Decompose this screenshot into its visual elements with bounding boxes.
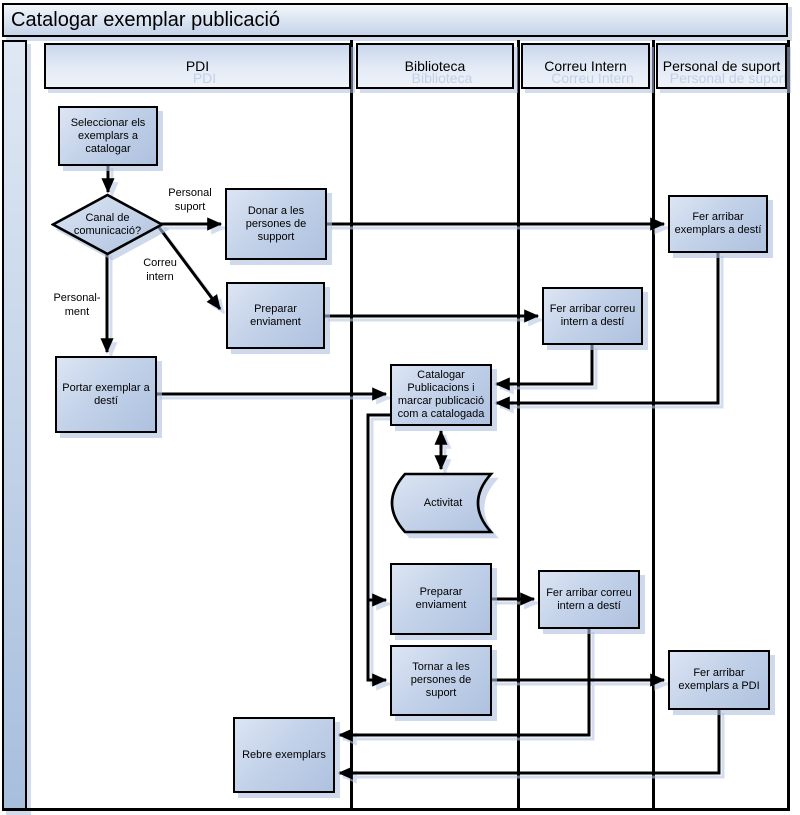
diagram-right-border — [787, 40, 790, 811]
node-catalogar-publicacions: Catalogar Publicacions i marcar publicac… — [390, 364, 492, 426]
lane-divider-biblioteca-correu — [517, 40, 520, 811]
node-label: Seleccionar els exemplars a catalogar — [70, 116, 146, 155]
node-label: Activitat — [423, 496, 463, 509]
edge-label-personal-suport: Personal suport — [168, 187, 212, 213]
node-label: Catalogar Publicacions i marcar publicac… — [397, 369, 485, 420]
lane-header-biblioteca: Biblioteca — [356, 43, 514, 89]
node-fer-arribar-exemplars-pdi: Fer arribar exemplars a PDI — [668, 650, 770, 710]
lane-header-personal-suport: Personal de suport — [656, 43, 787, 89]
node-label: Canal de comunicació? — [73, 211, 142, 237]
diagram-title: Catalogar exemplar publicació — [11, 8, 281, 31]
lane-label: Biblioteca — [404, 58, 466, 74]
node-label: Fer arribar exemplars a destí — [674, 211, 762, 236]
node-tornar-persones-suport: Tornar a les persones de suport — [390, 645, 492, 716]
node-label: Rebre exemplars — [242, 748, 326, 761]
node-fer-arribar-correu-1: Fer arribar correu intern a destí — [542, 287, 643, 345]
node-seleccionar-exemplars: Seleccionar els exemplars a catalogar — [58, 106, 158, 166]
lane-label: Correu Intern — [544, 58, 627, 74]
lane-divider-pdi-biblioteca — [350, 40, 353, 811]
node-label: Preparar enviament — [250, 302, 301, 328]
node-label: Donar a les persones de support — [245, 204, 307, 243]
node-donar-persones-support: Donar a les persones de support — [225, 188, 327, 260]
edge-label-correu-intern: Correu intern — [143, 257, 177, 283]
node-label: Portar exemplar a destí — [62, 381, 150, 407]
lane-label: PDI — [185, 58, 210, 74]
node-fer-arribar-correu-2: Fer arribar correu intern a destí — [538, 570, 640, 629]
lane-label: Personal de suport — [662, 58, 781, 74]
edge-label-personalment: Personal- ment — [53, 292, 101, 318]
lane-header-pdi: PDI — [44, 43, 351, 89]
node-activitat-datastore: Activitat — [390, 471, 496, 535]
lane-divider-correu-personal — [652, 40, 655, 811]
node-rebre-exemplars: Rebre exemplars — [233, 717, 335, 793]
node-label: Fer arribar exemplars a PDI — [678, 667, 760, 692]
stored-data-shape — [390, 472, 494, 534]
node-preparar-enviament-1: Preparar enviament — [226, 282, 325, 349]
node-portar-exemplar-desti: Portar exemplar a destí — [55, 356, 157, 433]
lane-header-correu-intern: Correu Intern — [521, 43, 650, 89]
diagram-bottom-border — [2, 808, 790, 811]
node-label: Preparar enviament — [415, 586, 467, 611]
node-fer-arribar-exemplars-desti: Fer arribar exemplars a destí — [668, 195, 768, 253]
node-preparar-enviament-2: Preparar enviament — [390, 563, 492, 635]
node-label: Tornar a les persones de suport — [410, 661, 472, 699]
node-canal-comunicacio: Canal de comunicació? — [51, 193, 164, 256]
diagram-title-bar: Catalogar exemplar publicació — [2, 3, 788, 37]
node-label: Fer arribar correu intern a destí — [546, 586, 632, 612]
node-label: Fer arribar correu intern a destí — [549, 303, 636, 328]
pool-side-bar — [2, 40, 27, 811]
decision-diamond-shape — [51, 193, 164, 256]
